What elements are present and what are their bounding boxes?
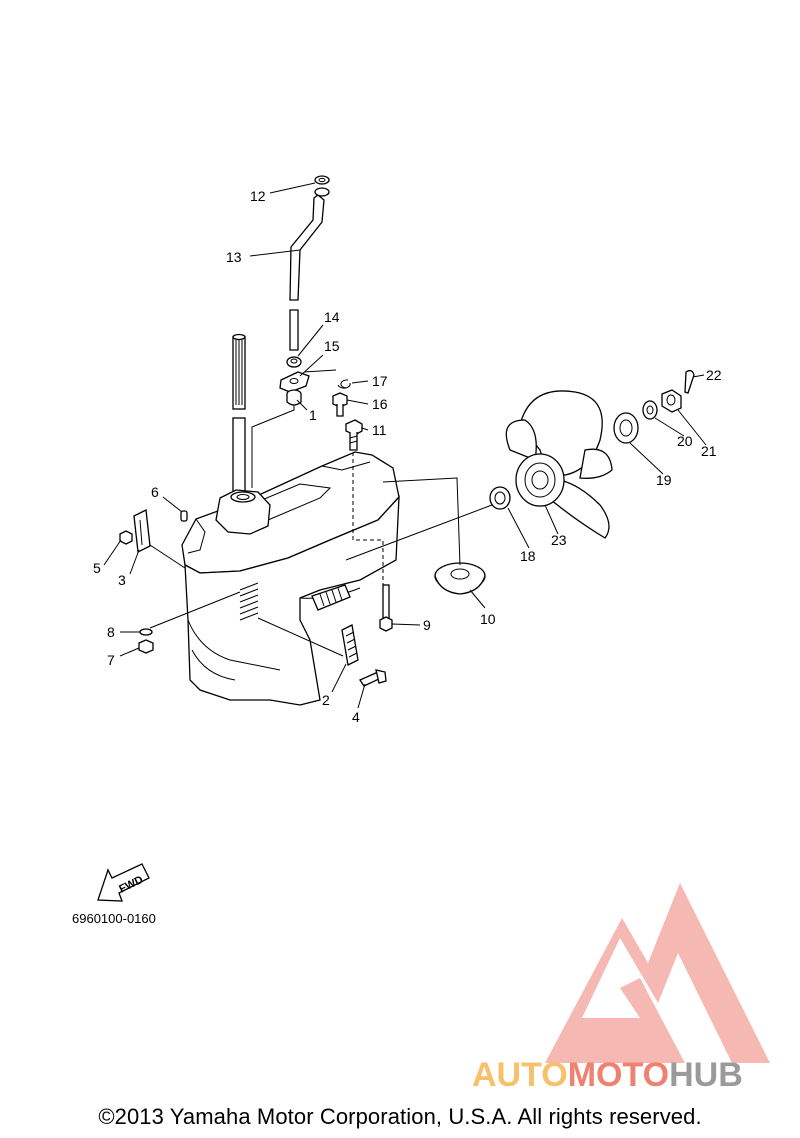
washer-8 xyxy=(139,628,153,636)
part-number: 6960100-0160 xyxy=(72,911,156,926)
drive-shaft xyxy=(232,333,246,499)
brand-hub: HUB xyxy=(669,1056,743,1094)
spacer-18 xyxy=(489,486,511,510)
callout-10: 10 xyxy=(480,611,496,627)
callout-1: 1 xyxy=(309,407,317,423)
callout-22: 22 xyxy=(706,367,722,383)
callout-12: 12 xyxy=(250,188,266,204)
grommet-14 xyxy=(286,356,302,368)
callout-2: 2 xyxy=(322,692,330,708)
callouts: 12 13 14 15 1 17 16 11 6 5 3 8 7 2 4 9 1… xyxy=(93,188,722,725)
callout-15: 15 xyxy=(324,338,340,354)
callout-leaders xyxy=(103,182,707,709)
propeller xyxy=(505,390,613,539)
callout-16: 16 xyxy=(372,396,388,412)
pin-6 xyxy=(180,510,188,522)
callout-14: 14 xyxy=(324,309,340,325)
automotohub-watermark: AUTOMOTOHUB xyxy=(472,883,770,1094)
callout-7: 7 xyxy=(107,652,115,668)
callout-21: 21 xyxy=(701,443,717,459)
callout-4: 4 xyxy=(352,709,360,725)
logo-triangle-icon xyxy=(545,883,770,1063)
plate-10 xyxy=(434,562,486,595)
grommet-1 xyxy=(286,389,302,406)
plate-15 xyxy=(279,371,310,393)
callout-5: 5 xyxy=(93,560,101,576)
grommet-top xyxy=(314,175,330,197)
bolt-9 xyxy=(379,584,393,632)
nut-5 xyxy=(119,530,133,545)
watermark-brand: AUTOMOTOHUB xyxy=(472,1056,743,1094)
anode-2 xyxy=(341,624,359,666)
bolt-16 xyxy=(332,392,348,417)
callout-23: 23 xyxy=(551,532,567,548)
copyright-notice: ©2013 Yamaha Motor Corporation, U.S.A. A… xyxy=(98,1104,702,1129)
callout-18: 18 xyxy=(520,548,536,564)
nut-21 xyxy=(661,389,682,413)
callout-17: 17 xyxy=(372,373,388,389)
brand-moto: MOTO xyxy=(568,1056,669,1094)
spacer-19 xyxy=(613,412,639,444)
callout-19: 19 xyxy=(656,472,672,488)
callout-13: 13 xyxy=(226,249,242,265)
callout-8: 8 xyxy=(107,624,115,640)
water-pipe xyxy=(289,194,325,351)
callout-20: 20 xyxy=(677,433,693,449)
brand-auto: AUTO xyxy=(472,1056,568,1094)
plate-3 xyxy=(133,509,151,553)
callout-9: 9 xyxy=(423,617,431,633)
bolt-11 xyxy=(345,419,363,451)
bolt-4 xyxy=(359,669,387,687)
callout-6: 6 xyxy=(151,484,159,500)
callout-3: 3 xyxy=(118,572,126,588)
washer-20 xyxy=(642,400,658,420)
lower-casing xyxy=(181,451,400,706)
callout-11: 11 xyxy=(372,422,387,438)
cotter-pin-22 xyxy=(684,369,695,394)
assembly-lines xyxy=(149,369,493,657)
circlip-17 xyxy=(337,379,351,389)
nut-7 xyxy=(138,639,154,654)
fwd-arrow-icon: FWD xyxy=(97,863,150,902)
